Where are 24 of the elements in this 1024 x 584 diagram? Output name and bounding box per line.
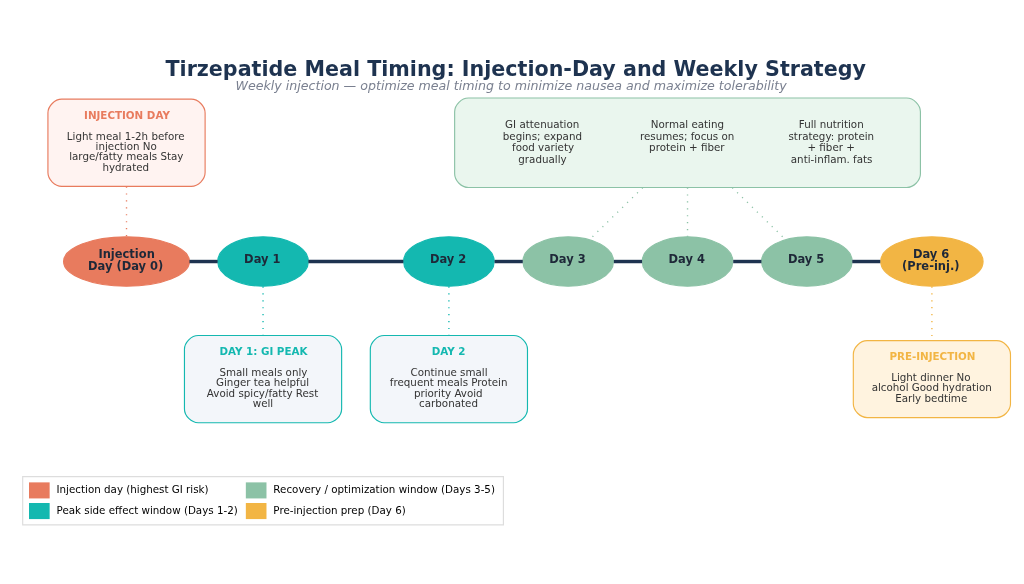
legend-label: Injection day (highest GI risk) <box>56 482 209 495</box>
legend-label: Peak side effect window (Days 1-2) <box>56 503 238 516</box>
connector <box>733 259 762 263</box>
connector <box>308 259 404 263</box>
node-ellipse: Day 2 <box>403 235 495 287</box>
connector <box>189 259 218 263</box>
node-ellipse: Injection Day (Day 0) <box>63 235 191 287</box>
node-ellipse: Day 6 (Pre-inj.) <box>880 235 984 287</box>
diagram-title: Tirzepatide Meal Timing: Injection-Day and Weekly Strategy <box>165 56 866 81</box>
node-ellipse: Day 4 <box>641 235 734 287</box>
legend-label: Recovery / optimization window (Days 3-5) <box>273 482 495 495</box>
node-ellipse: Day 3 <box>522 235 615 287</box>
node-box: GI attenuation begins; expand food variety gradually Normal eating resumes; focus on protein + fiber Full nutrition strategy: protein + fiber + anti-inflam. fats <box>454 96 921 188</box>
connector <box>852 259 881 263</box>
legend-label: Pre-injection prep (Day 6) <box>273 503 406 516</box>
connector <box>613 259 643 263</box>
node-box: PRE-INJECTION Light dinner No alcohol Good hydration Early bedtime <box>852 339 1012 418</box>
node-box: INJECTION DAY Light meal 1-2h before injection No large/fatty meals Stay hydrated <box>47 98 206 187</box>
node-ellipse: Day 5 <box>760 235 853 287</box>
connector <box>125 185 128 237</box>
node-box: DAY 2 Continue small frequent meals Protein priority Avoid carbonated <box>369 334 529 423</box>
node-ellipse: Day 1 <box>217 235 309 287</box>
connector <box>494 259 523 263</box>
node-box: DAY 1: GI PEAK Small meals only Ginger tea helpful Avoid spicy/fatty Rest well <box>183 334 343 423</box>
